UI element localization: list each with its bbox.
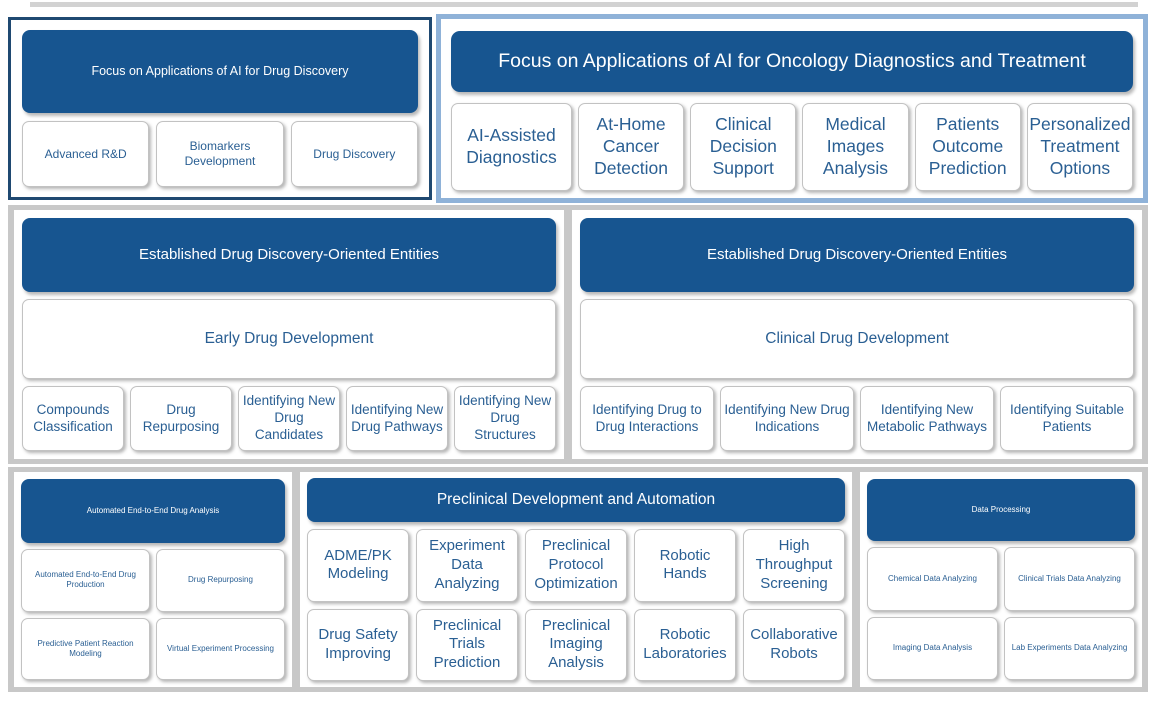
top-edge-strip: [30, 2, 1138, 7]
item-drug-discovery: Drug Discovery: [290, 121, 418, 187]
early-drug-title: Established Drug Discovery-Oriented Enti…: [22, 218, 556, 292]
item-compounds-classification: Compounds Classification: [22, 386, 124, 451]
data-processing-items-row2: Imaging Data Analysis Lab Experiments Da…: [867, 616, 1135, 680]
automated-title: Automated End-to-End Drug Analysis: [21, 479, 285, 543]
panel-drug-discovery: Focus on Applications of AI for Drug Dis…: [8, 17, 432, 200]
item-lab-experiments-data-analyzing: Lab Experiments Data Analyzing: [1004, 616, 1135, 680]
panel-oncology: Focus on Applications of AI for Oncology…: [436, 14, 1148, 203]
item-robotic-hands: Robotic Hands: [634, 529, 736, 602]
item-virtual-experiment-processing: Virtual Experiment Processing: [156, 617, 285, 680]
bottom-band: Automated End-to-End Drug Analysis Autom…: [8, 467, 1148, 692]
item-collaborative-robots: Collaborative Robots: [743, 608, 845, 681]
item-chemical-data-analyzing: Chemical Data Analyzing: [867, 547, 998, 611]
item-identifying-suitable-patients: Identifying Suitable Patients: [1000, 386, 1134, 451]
item-adme-pk-modeling: ADME/PK Modeling: [307, 529, 409, 602]
item-high-throughput-screening: High Throughput Screening: [743, 529, 845, 602]
preclinical-items: ADME/PK Modeling Experiment Data Analyzi…: [307, 529, 845, 681]
panel-data-processing: Data Processing Chemical Data Analyzing …: [860, 472, 1142, 687]
item-drug-repurposing-early: Drug Repurposing: [130, 386, 232, 451]
item-identifying-new-drug-candidates: Identifying New Drug Candidates: [238, 386, 340, 451]
early-drug-subtitle: Early Drug Development: [22, 299, 556, 379]
item-automated-drug-production: Automated End-to-End Drug Production: [21, 549, 150, 612]
item-clinical-decision-support: Clinical Decision Support: [690, 103, 797, 191]
item-identifying-new-drug-structures: Identifying New Drug Structures: [454, 386, 556, 451]
drug-discovery-title: Focus on Applications of AI for Drug Dis…: [22, 30, 418, 113]
panel-early-drug-development: Established Drug Discovery-Oriented Enti…: [14, 210, 564, 459]
item-personalized-treatment-options: Personalized Treatment Options: [1026, 103, 1134, 191]
item-preclinical-imaging-analysis: Preclinical Imaging Analysis: [525, 608, 627, 681]
item-experiment-data-analyzing: Experiment Data Analyzing: [416, 529, 518, 602]
panel-automated-analysis: Automated End-to-End Drug Analysis Autom…: [14, 472, 292, 687]
item-new-drug-indications: Identifying New Drug Indications: [720, 386, 854, 451]
item-drug-repurposing-automated: Drug Repurposing: [156, 549, 285, 612]
clinical-drug-subtitle: Clinical Drug Development: [580, 299, 1134, 379]
item-robotic-laboratories: Robotic Laboratories: [634, 608, 736, 681]
middle-band: Established Drug Discovery-Oriented Enti…: [8, 205, 1148, 464]
panel-preclinical-automation: Preclinical Development and Automation A…: [300, 472, 852, 687]
item-drug-to-drug-interactions: Identifying Drug to Drug Interactions: [580, 386, 714, 451]
item-advanced-rd: Advanced R&D: [22, 121, 150, 187]
early-drug-items: Compounds Classification Drug Repurposin…: [22, 386, 556, 451]
data-processing-items-row1: Chemical Data Analyzing Clinical Trials …: [867, 547, 1135, 611]
item-patients-outcome-prediction: Patients Outcome Prediction: [914, 103, 1021, 191]
item-new-metabolic-pathways: Identifying New Metabolic Pathways: [860, 386, 994, 451]
item-at-home-cancer-detection: At-Home Cancer Detection: [577, 103, 685, 191]
item-ai-assisted-diagnostics: AI-Assisted Diagnostics: [451, 103, 572, 191]
preclinical-title: Preclinical Development and Automation: [307, 478, 845, 522]
oncology-items: AI-Assisted Diagnostics At-Home Cancer D…: [451, 103, 1134, 191]
item-preclinical-protocol-optimization: Preclinical Protocol Optimization: [525, 529, 627, 602]
data-processing-title: Data Processing: [867, 479, 1135, 541]
clinical-drug-items: Identifying Drug to Drug Interactions Id…: [580, 386, 1134, 451]
item-preclinical-trials-prediction: Preclinical Trials Prediction: [416, 608, 518, 681]
oncology-title: Focus on Applications of AI for Oncology…: [451, 31, 1133, 92]
automated-items-row1: Automated End-to-End Drug Production Dru…: [21, 549, 285, 612]
item-identifying-new-drug-pathways: Identifying New Drug Pathways: [346, 386, 448, 451]
automated-items-row2: Predictive Patient Reaction Modeling Vir…: [21, 617, 285, 680]
item-biomarkers-development: Biomarkers Development: [156, 121, 284, 187]
item-predictive-patient-reaction-modeling: Predictive Patient Reaction Modeling: [21, 617, 150, 680]
item-medical-images-analysis: Medical Images Analysis: [802, 103, 909, 191]
item-imaging-data-analysis: Imaging Data Analysis: [867, 616, 998, 680]
item-drug-safety-improving: Drug Safety Improving: [307, 608, 409, 681]
clinical-drug-title: Established Drug Discovery-Oriented Enti…: [580, 218, 1134, 292]
item-clinical-trials-data-analyzing: Clinical Trials Data Analyzing: [1004, 547, 1135, 611]
drug-discovery-items: Advanced R&D Biomarkers Development Drug…: [22, 121, 418, 187]
panel-clinical-drug-development: Established Drug Discovery-Oriented Enti…: [572, 210, 1142, 459]
